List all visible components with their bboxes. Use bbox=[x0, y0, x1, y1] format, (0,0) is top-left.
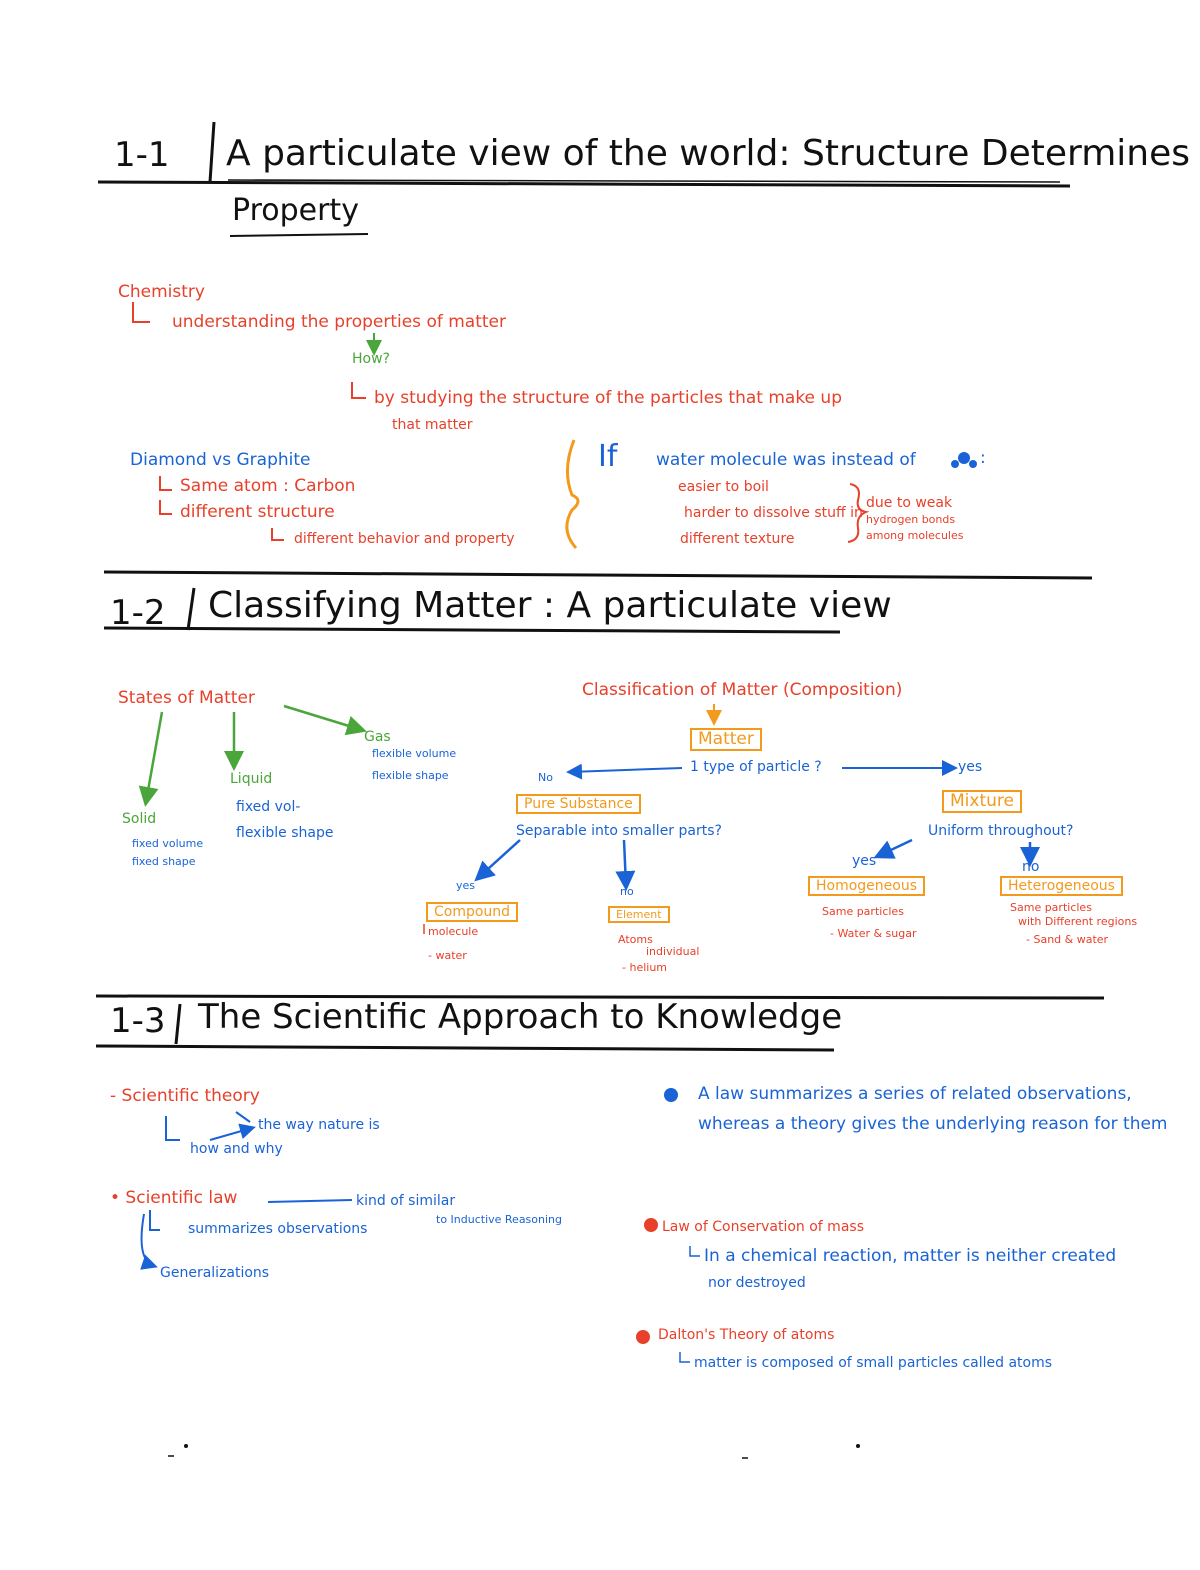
homogeneous-note-1: Same particles bbox=[822, 905, 904, 918]
law-similar-note-2: to Inductive Reasoning bbox=[436, 1213, 563, 1226]
compound-note-1: molecule bbox=[428, 925, 479, 938]
gas-prop-2: flexible shape bbox=[372, 769, 449, 782]
bullet-dot-icon bbox=[664, 1088, 678, 1102]
molecule-sketch-icon bbox=[951, 452, 977, 468]
bullet-dot-icon bbox=[644, 1218, 658, 1232]
solid-prop-1: fixed volume bbox=[132, 837, 204, 850]
matter-box: Matter bbox=[690, 728, 762, 751]
water-point-2: harder to dissolve stuff in bbox=[684, 505, 863, 521]
uniform-no: no bbox=[1022, 859, 1040, 875]
theory-point-1: the way nature is bbox=[258, 1117, 380, 1133]
section-number-1-1: 1-1 bbox=[114, 135, 170, 175]
heterogeneous-note-2: - Sand & water bbox=[1026, 933, 1109, 946]
separable-no: no bbox=[620, 885, 634, 898]
conservation-def: In a chemical reaction, matter is neithe… bbox=[704, 1246, 1117, 1266]
question-uniform: Uniform throughout? bbox=[928, 823, 1074, 839]
states-of-matter-label: States of Matter bbox=[118, 688, 255, 708]
liquid-prop-2: flexible shape bbox=[236, 825, 334, 841]
bullet-dot-icon bbox=[636, 1330, 650, 1344]
diamond-graphite-title: Diamond vs Graphite bbox=[130, 450, 311, 470]
how-question: How? bbox=[352, 351, 390, 367]
section-number-1-3: 1-3 bbox=[110, 1001, 166, 1041]
due-note-3: among molecules bbox=[866, 529, 964, 542]
chemistry-def: understanding the properties of matter bbox=[172, 312, 506, 332]
answer-no: No bbox=[538, 771, 553, 784]
section-title-1-3: The Scientific Approach to Knowledge bbox=[198, 997, 843, 1037]
solid-label: Solid bbox=[122, 811, 157, 827]
classification-title: Classification of Matter (Composition) bbox=[582, 680, 903, 700]
law-point-2: Generalizations bbox=[160, 1265, 270, 1281]
element-note-1b: individual bbox=[646, 945, 700, 958]
answer-yes: yes bbox=[958, 759, 983, 775]
diamond-point-2: different structure bbox=[180, 502, 335, 522]
compound-box: Compound bbox=[426, 902, 519, 922]
section-title-1-2: Classifying Matter : A particulate view bbox=[208, 585, 892, 626]
due-note-2: hydrogen bonds bbox=[866, 513, 956, 526]
homogeneous-note-2: - Water & sugar bbox=[830, 927, 917, 940]
law-similar-note: kind of similar bbox=[356, 1193, 456, 1209]
homogeneous-box: Homogeneous bbox=[808, 876, 926, 896]
law-theory-summary: A law summarizes a series of related obs… bbox=[698, 1084, 1132, 1104]
water-point-3: different texture bbox=[680, 531, 795, 547]
liquid-label: Liquid bbox=[230, 771, 273, 787]
liquid-prop-1: fixed vol- bbox=[236, 799, 301, 815]
diamond-point-3: different behavior and property bbox=[294, 531, 515, 547]
gas-label: Gas bbox=[364, 729, 391, 745]
mixture-box: Mixture bbox=[942, 790, 1022, 813]
due-note: due to weak bbox=[866, 495, 953, 511]
pure-substance-box: Pure Substance bbox=[516, 794, 641, 814]
section-title-1-1-cont: Property bbox=[232, 193, 359, 228]
uniform-yes: yes bbox=[852, 853, 877, 869]
element-box: Element bbox=[608, 906, 670, 923]
theory-point-2: how and why bbox=[190, 1141, 283, 1157]
element-note-1: Atoms bbox=[618, 933, 653, 946]
scientific-theory-label: - Scientific theory bbox=[110, 1086, 260, 1106]
chemistry-label: Chemistry bbox=[118, 282, 205, 302]
separable-yes: yes bbox=[456, 879, 476, 892]
conservation-def-2: nor destroyed bbox=[708, 1275, 806, 1291]
dalton-def: matter is composed of small particles ca… bbox=[694, 1355, 1053, 1371]
question-separable: Separable into smaller parts? bbox=[516, 823, 722, 839]
water-point-1: easier to boil bbox=[678, 479, 769, 495]
chemistry-method-cont: that matter bbox=[392, 417, 473, 433]
if-label: If bbox=[598, 439, 618, 474]
gas-prop-1: flexible volume bbox=[372, 747, 457, 760]
heterogeneous-box: Heterogeneous bbox=[1000, 876, 1123, 896]
compound-note-2: - water bbox=[428, 949, 467, 962]
question-one-type: 1 type of particle ? bbox=[690, 759, 822, 775]
conservation-law-label: Law of Conservation of mass bbox=[662, 1219, 864, 1235]
section-number-1-2: 1-2 bbox=[110, 593, 166, 633]
law-point-1: summarizes observations bbox=[188, 1221, 368, 1237]
element-note-2: - helium bbox=[622, 961, 668, 974]
dalton-theory-label: Dalton's Theory of atoms bbox=[658, 1327, 835, 1343]
water-hypothesis: water molecule was instead of bbox=[656, 450, 916, 470]
diamond-point-1: Same atom : Carbon bbox=[180, 476, 356, 496]
law-theory-summary-2: whereas a theory gives the underlying re… bbox=[698, 1114, 1168, 1134]
heterogeneous-note-1b: with Different regions bbox=[1018, 915, 1138, 928]
section-title-1-1: A particulate view of the world: Structu… bbox=[226, 133, 1190, 174]
scientific-law-label: • Scientific law bbox=[110, 1188, 238, 1208]
chemistry-method: by studying the structure of the particl… bbox=[374, 388, 842, 408]
heterogeneous-note-1: Same particles bbox=[1010, 901, 1092, 914]
solid-prop-2: fixed shape bbox=[132, 855, 196, 868]
